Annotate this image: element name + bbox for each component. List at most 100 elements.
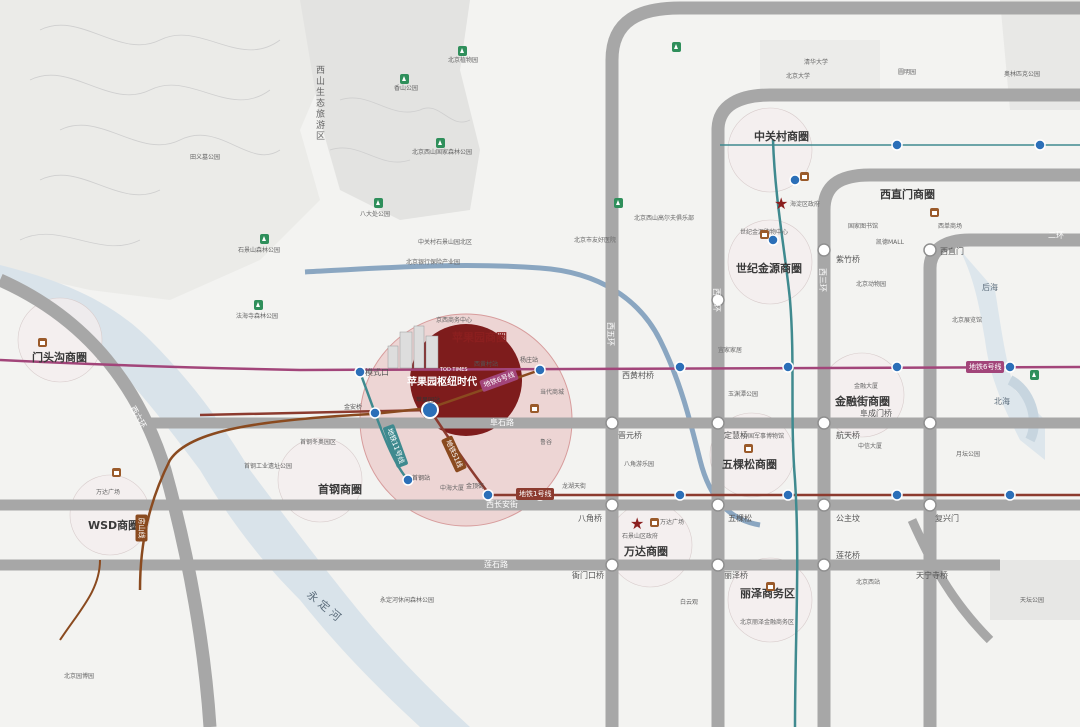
yongding-river — [0, 265, 470, 727]
ring-interchanges — [605, 243, 937, 572]
poi-ikea: 宜家家居 — [718, 347, 743, 354]
poi-military-museum: 中国军事博物馆 — [742, 433, 785, 440]
university-area — [760, 40, 880, 100]
road-lianhua-bridge: 莲花桥 — [836, 551, 860, 560]
road-tianningsi-bridge: 天宁寺桥 — [916, 571, 948, 580]
road-dinghui-bridge: 定慧桥 — [724, 431, 748, 440]
district-lize[interactable]: 丽泽商务区 — [740, 587, 795, 600]
poi-kaide-mall: 凯德MALL — [876, 239, 904, 246]
poi-lugu: 鲁谷 — [540, 439, 553, 446]
road-lize-bridge: 丽泽桥 — [724, 571, 748, 580]
shopping-bag-icon — [650, 518, 659, 527]
poi-zoo: 北京动物园 — [856, 281, 887, 288]
poi-zhonghai: 中海大厦 — [440, 485, 465, 492]
shopping-bag-icon — [800, 172, 809, 181]
poi-exhibition: 北京展览馆 — [952, 317, 983, 324]
poi-forest-park: 北京西山国家森林公园 — [412, 149, 473, 156]
poi-haidian-gov: 海淀区政府 — [790, 201, 821, 208]
district-xizhimen[interactable]: 西直门商圈 — [880, 188, 935, 201]
metro-line-16 — [771, 139, 799, 727]
western-hills-zone — [300, 0, 480, 220]
shopping-bag-icon — [530, 404, 539, 413]
park-icon — [260, 234, 269, 244]
poi-shijingshan-gov: 石景山区政府 — [622, 533, 659, 540]
metro-line-6 — [0, 358, 1080, 372]
poi-yuanmingyuan: 圆明园 — [898, 69, 917, 76]
project-logo-en: TOD TIMES — [440, 367, 468, 373]
road-xizhimen: 西直门 — [940, 247, 964, 256]
district-shijijinyuan[interactable]: 世纪金源商圈 — [736, 262, 802, 275]
poi-dangdai: 当代商城 — [540, 389, 565, 396]
lake-beihai: 北海 — [994, 397, 1010, 406]
poi-wanda-plaza: 万达广场 — [660, 519, 685, 526]
shopping-bag-icon — [38, 338, 47, 347]
poi-yuetan: 月坛公园 — [956, 451, 981, 458]
second-ring — [923, 233, 1080, 727]
road-zizhu-bridge: 紫竹桥 — [836, 255, 860, 264]
poi-yongding-park: 永定河休闲森林公园 — [380, 597, 435, 604]
poi-xiangshan: 香山公园 — [394, 85, 419, 92]
district-zhongguancun[interactable]: 中关村商圈 — [754, 130, 809, 143]
poi-fahai: 法海寺森林公园 — [236, 313, 279, 320]
district-mentougou[interactable]: 门头沟商圈 — [32, 351, 87, 364]
poi-tsinghua: 清华大学 — [804, 59, 829, 66]
district-wsd[interactable]: WSD商圈 — [88, 519, 140, 532]
poi-zhongxin: 中信大厦 — [858, 443, 883, 450]
poi-shougang-center: 首钢冬奥园区 — [300, 439, 337, 446]
park-icon — [436, 138, 445, 148]
poi-longfor: 龙湖天街 — [562, 483, 587, 490]
road-xihuangcun-bridge: 西黄村桥 — [622, 371, 654, 380]
gov-star-icon: ★ — [630, 514, 645, 533]
pingguoyuan-hub-station — [421, 401, 439, 419]
road-fushi: 阜石路 — [490, 418, 514, 427]
svg-text:二环: 二环 — [1048, 231, 1064, 240]
poi-xidan: 西单商场 — [938, 223, 963, 230]
project-name[interactable]: 苹果园枢纽时代 — [407, 377, 477, 388]
poi-jingxi-center: 京西商务中心 — [436, 317, 473, 324]
poi-zhongguancun-sjs: 中关村石景山园北区 — [418, 239, 473, 246]
road-gongzhufen: 公主坟 — [836, 514, 860, 523]
park-icon — [254, 300, 263, 310]
district-jinrongjie[interactable]: 金融街商圈 — [835, 395, 890, 408]
district-shougang[interactable]: 首钢商圈 — [318, 483, 362, 496]
shopping-bag-icon — [930, 208, 939, 217]
metro-fangshan-tag: 房山线 — [135, 514, 148, 542]
svg-text:西五环: 西五环 — [606, 322, 615, 346]
poi-golf: 北京西山高尔夫俱乐部 — [634, 215, 695, 222]
road-fuxingmen: 复兴门 — [935, 514, 959, 523]
road-wukesong: 五棵松 — [728, 514, 752, 523]
poi-wsd-mall: 万达广场 — [96, 489, 121, 496]
olympic-area — [1000, 0, 1080, 110]
gov-star-icon: ★ — [774, 194, 789, 213]
svg-text:西三环: 西三环 — [818, 268, 827, 292]
canal — [304, 262, 761, 528]
station-xihuangcun: 西黄村站 — [474, 361, 499, 368]
poi-national-library: 国家图书馆 — [848, 223, 879, 230]
station-jinanqiao: 金安桥 — [344, 404, 363, 411]
poi-badachu: 八大处公园 — [360, 211, 391, 218]
poi-shougang-park: 首钢工业遗址公园 — [244, 463, 293, 470]
road-bajiao-bridge: 八角桥 — [578, 514, 602, 523]
lake-houhai: 后海 — [982, 283, 998, 292]
park-icon — [400, 74, 409, 84]
poi-olympic: 奥林匹克公园 — [1004, 71, 1041, 78]
road-jinyuan-bridge: 晋元桥 — [618, 431, 642, 440]
poi-botanical-garden: 北京植物园 — [448, 57, 479, 64]
district-pingguoyuan[interactable]: 苹果园商圈 — [452, 331, 507, 344]
poi-garden-expo: 北京园博园 — [64, 673, 95, 680]
road-fuchengmen-bridge: 阜成门桥 — [860, 409, 892, 418]
road-lianshi: 莲石路 — [484, 560, 508, 569]
tiantan-area — [990, 560, 1080, 620]
district-wanda[interactable]: 万达商圈 — [624, 545, 668, 558]
park-icon — [614, 198, 623, 208]
metro-line-6-east-tag: 地铁6号线 — [966, 361, 1005, 373]
poi-west-mountain: 西山生态旅游区 — [316, 66, 326, 142]
poi-lize-center: 北京丽泽金融商务区 — [740, 619, 795, 626]
district-wukesong[interactable]: 五棵松商圈 — [722, 458, 777, 471]
station-moshikou: 模式口 — [365, 368, 389, 377]
west-3rd-ring — [817, 168, 1080, 727]
shopping-bag-icon — [766, 582, 775, 591]
poi-yuyuantan: 玉渊潭公园 — [728, 391, 759, 398]
